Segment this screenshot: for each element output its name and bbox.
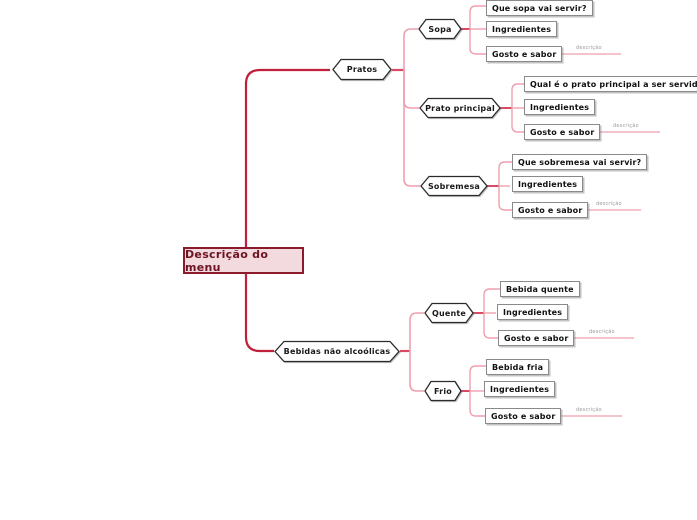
hexagon-shape bbox=[424, 380, 462, 402]
subbranch-node-label: Sopa bbox=[428, 24, 452, 34]
root-node[interactable]: Descrição do menu bbox=[183, 247, 304, 274]
branch-node-label: Pratos bbox=[346, 65, 378, 74]
subbranch-node-sopa[interactable]: Sopa bbox=[418, 18, 462, 40]
leaf-box[interactable]: Ingredientes bbox=[524, 99, 596, 115]
annotation-descricao: descrição bbox=[596, 201, 622, 207]
subbranch-node-label: Sobremesa bbox=[427, 181, 481, 191]
annotation-descricao: descrição bbox=[589, 329, 615, 335]
root-node-label: Descrição do menu bbox=[185, 247, 269, 274]
annotation-descricao: descrição bbox=[613, 123, 639, 129]
leaf-label: Gosto e sabor bbox=[530, 127, 595, 137]
leaf-box[interactable]: Gosto e sabor bbox=[498, 330, 575, 346]
leaf-label: Bebida fria bbox=[492, 362, 544, 372]
annotation-descricao: descrição bbox=[576, 45, 602, 51]
branch-node-label: Bebidas não alcoólicas bbox=[283, 347, 391, 356]
branch-node-pratos[interactable]: Pratos bbox=[332, 58, 392, 81]
leaf-box[interactable]: Ingredientes bbox=[512, 176, 584, 192]
subbranch-node-frio[interactable]: Frio bbox=[424, 380, 462, 402]
hexagon-shape bbox=[424, 302, 474, 324]
leaf-label: Ingredientes bbox=[503, 307, 563, 317]
leaf-box[interactable]: Ingredientes bbox=[497, 304, 569, 320]
leaf-label: Ingredientes bbox=[490, 384, 550, 394]
leaf-box[interactable]: Bebida fria bbox=[486, 359, 550, 375]
leaf-label: Gosto e sabor bbox=[518, 205, 583, 215]
leaf-label: Gosto e sabor bbox=[491, 411, 556, 421]
hexagon-shape bbox=[418, 18, 462, 40]
leaf-box[interactable]: Gosto e sabor bbox=[512, 202, 589, 218]
subbranch-node-quente[interactable]: Quente bbox=[424, 302, 474, 324]
leaf-box[interactable]: Gosto e sabor bbox=[485, 408, 562, 424]
leaf-label: Ingredientes bbox=[518, 179, 578, 189]
leaf-box[interactable]: Ingredientes bbox=[484, 381, 556, 397]
hexagon-shape bbox=[420, 175, 488, 197]
leaf-box[interactable]: Que sopa vai servir? bbox=[486, 0, 593, 16]
hexagon-shape bbox=[274, 340, 400, 363]
leaf-label: Gosto e sabor bbox=[492, 49, 557, 59]
subbranch-node-label: Quente bbox=[431, 308, 467, 318]
leaf-label: Qual é o prato principal a ser servido? bbox=[530, 79, 697, 89]
branch-node-bebidas-nao-alcoolicas[interactable]: Bebidas não alcoólicas bbox=[274, 340, 400, 363]
hexagon-shape bbox=[332, 58, 392, 81]
leaf-label: Bebida quente bbox=[506, 284, 574, 294]
hexagon-shape bbox=[419, 97, 501, 119]
leaf-box[interactable]: Qual é o prato principal a ser servido? bbox=[524, 76, 697, 92]
subbranch-node-label: Prato principal bbox=[425, 103, 495, 113]
leaf-box[interactable]: Gosto e sabor bbox=[524, 124, 601, 140]
leaf-box[interactable]: Ingredientes bbox=[486, 21, 558, 37]
leaf-label: Ingredientes bbox=[530, 102, 590, 112]
subbranch-node-label: Frio bbox=[434, 386, 452, 396]
annotation-descricao: descrição bbox=[576, 407, 602, 413]
leaf-box[interactable]: Que sobremesa vai servir? bbox=[512, 154, 648, 170]
leaf-box[interactable]: Gosto e sabor bbox=[486, 46, 563, 62]
leaf-label: Gosto e sabor bbox=[504, 333, 569, 343]
leaf-label: Ingredientes bbox=[492, 24, 552, 34]
leaf-label: Que sopa vai servir? bbox=[492, 3, 587, 13]
leaf-label: Que sobremesa vai servir? bbox=[518, 157, 642, 167]
subbranch-node-sobremesa[interactable]: Sobremesa bbox=[420, 175, 488, 197]
leaf-box[interactable]: Bebida quente bbox=[500, 281, 580, 297]
subbranch-node-prato-principal[interactable]: Prato principal bbox=[419, 97, 501, 119]
